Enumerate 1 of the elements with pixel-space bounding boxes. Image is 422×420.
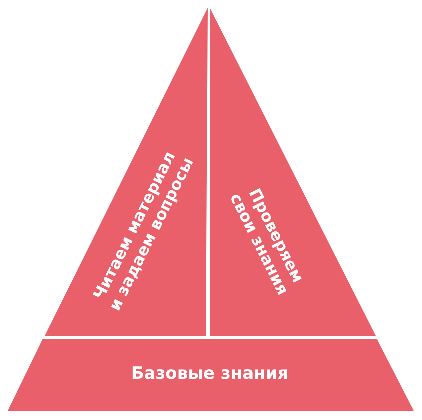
section-label: Базовые знания [130,364,290,384]
